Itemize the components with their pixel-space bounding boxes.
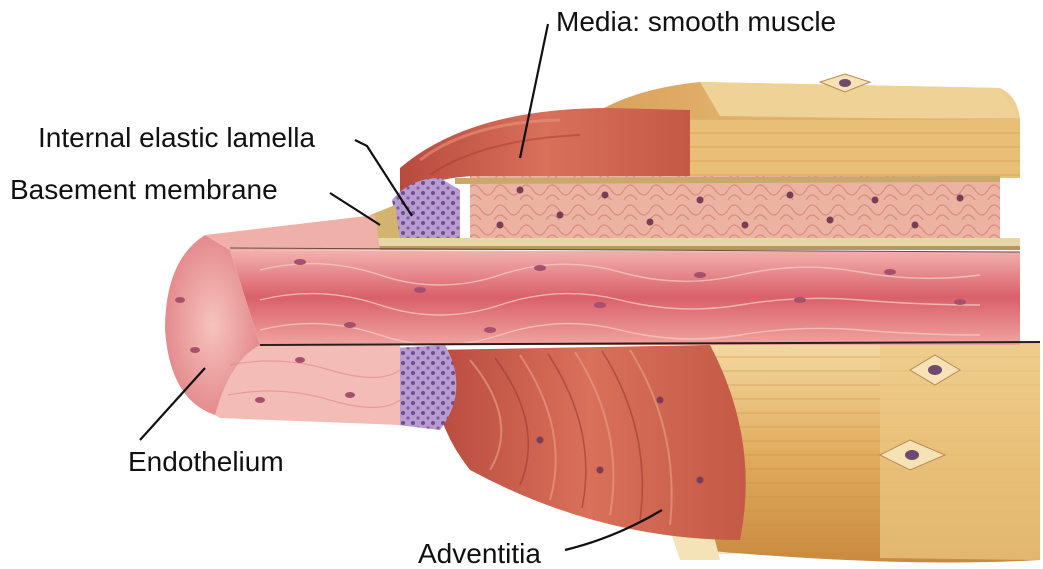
label-media-smooth-muscle: Media: smooth muscle — [556, 8, 836, 36]
label-adventitia: Adventitia — [418, 540, 541, 568]
label-internal-elastic-lamella: Internal elastic lamella — [38, 124, 315, 152]
label-endothelium: Endothelium — [128, 448, 284, 476]
label-basement-membrane: Basement membrane — [10, 176, 278, 204]
